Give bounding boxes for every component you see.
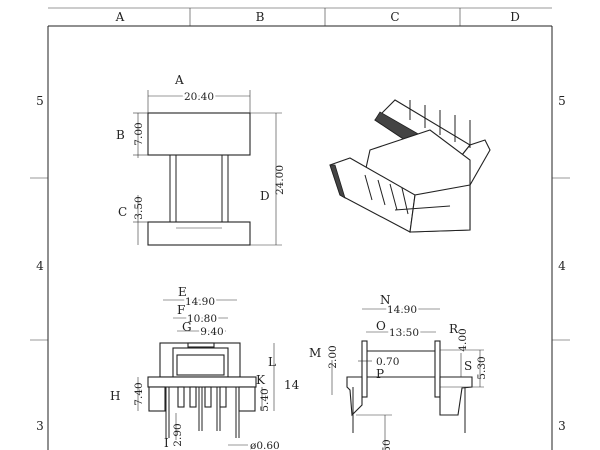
dim-o: 13.50 <box>389 327 419 339</box>
label-d: D <box>260 189 270 203</box>
label-i: I <box>164 436 169 450</box>
side-view: N 14.90 O 13.50 2.00 M 0.70 P R 4.00 S 5… <box>309 293 488 450</box>
row-label-5-left: 5 <box>36 94 44 108</box>
label-h: H <box>110 389 120 403</box>
row-label-3-left: 3 <box>36 419 44 433</box>
dim-pin-diameter: ø0.60 <box>250 440 280 450</box>
label-l: L <box>268 355 276 369</box>
column-label-a: A <box>115 10 125 24</box>
dim-f: 10.80 <box>187 313 217 325</box>
dim-s: 5.30 <box>476 356 488 379</box>
label-b: B <box>116 128 125 142</box>
dim-m: 2.00 <box>327 345 339 368</box>
dim-wall: 0.70 <box>376 356 399 368</box>
row-label-4-right: 4 <box>558 259 566 273</box>
isometric-view <box>329 99 491 233</box>
label-p: P <box>376 367 384 381</box>
dim-l: 14 <box>284 378 300 392</box>
dim-r: 4.00 <box>457 328 469 351</box>
dim-n: 14.90 <box>387 304 417 316</box>
dim-c: 3.50 <box>133 196 145 219</box>
top-view: A 20.40 24.00 D 7.00 B 3.50 C <box>116 73 286 246</box>
label-m: M <box>309 346 321 360</box>
label-n: N <box>380 293 391 307</box>
dim-h: 7.40 <box>133 382 145 405</box>
pins-top <box>409 100 471 148</box>
label-e: E <box>178 285 187 299</box>
column-label-b: B <box>256 10 265 24</box>
dim-i: 2.90 <box>172 423 184 446</box>
label-r: R <box>449 322 459 336</box>
column-label-c: C <box>390 10 399 24</box>
label-a: A <box>174 73 184 87</box>
dim-d: 24.00 <box>274 165 286 195</box>
dim-g: 9.40 <box>200 326 223 338</box>
column-label-d: D <box>510 10 520 24</box>
label-g: G <box>182 320 192 334</box>
label-k: K <box>256 373 266 387</box>
row-label-4-left: 4 <box>36 259 44 273</box>
dim-a: 20.40 <box>184 91 214 103</box>
drawing-frame: A B C D 5 4 3 5 4 3 <box>30 7 570 450</box>
dim-pin-length: 50 <box>381 439 393 450</box>
label-f: F <box>177 303 185 317</box>
label-o: O <box>376 319 386 333</box>
slots-front <box>364 174 409 215</box>
dim-b: 7.00 <box>133 122 145 145</box>
row-label-5-right: 5 <box>558 94 566 108</box>
row-label-3-right: 3 <box>558 419 566 433</box>
dim-k: 5.40 <box>259 388 271 411</box>
label-c: C <box>118 205 127 219</box>
label-s: S <box>464 359 472 373</box>
front-view: E 14.90 F 10.80 G 9.40 7.40 H 2.90 I 5.4… <box>110 285 300 450</box>
dim-e: 14.90 <box>185 296 215 308</box>
